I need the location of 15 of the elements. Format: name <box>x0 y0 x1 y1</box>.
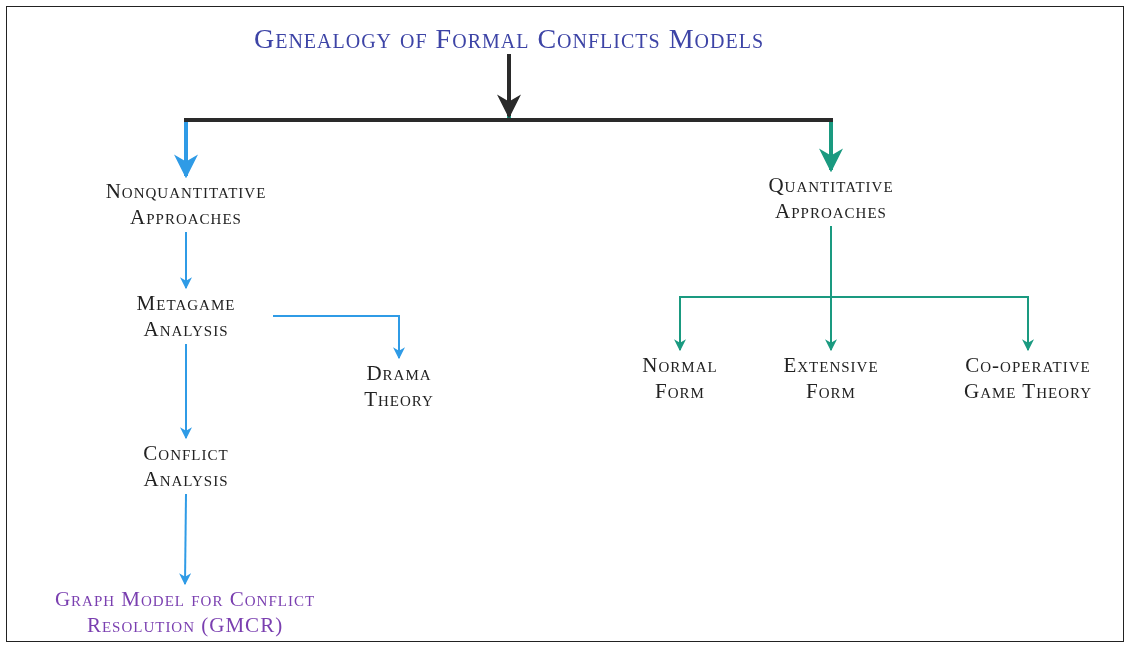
category-label: Co-operative Game Theory <box>940 352 1116 404</box>
arrow <box>180 231 192 290</box>
diagram-title: Genealogy of Formal Conflicts Models <box>159 26 859 52</box>
category-label: Conflict Analysis <box>111 440 261 492</box>
arrow <box>272 315 405 360</box>
category-label: Metagame Analysis <box>101 290 271 342</box>
category-label: Graph Model for Conflict Resolution (GMCR) <box>5 586 365 638</box>
category-label: Normal Form <box>620 352 740 404</box>
category-label: Quantitative Approaches <box>731 172 931 224</box>
category-label: Nonquantitative Approaches <box>66 178 306 230</box>
arrow <box>830 225 1034 352</box>
category-label: Drama Theory <box>339 360 459 412</box>
category-label: Extensive Form <box>756 352 906 404</box>
arrow <box>179 493 192 586</box>
arrow <box>180 343 192 440</box>
